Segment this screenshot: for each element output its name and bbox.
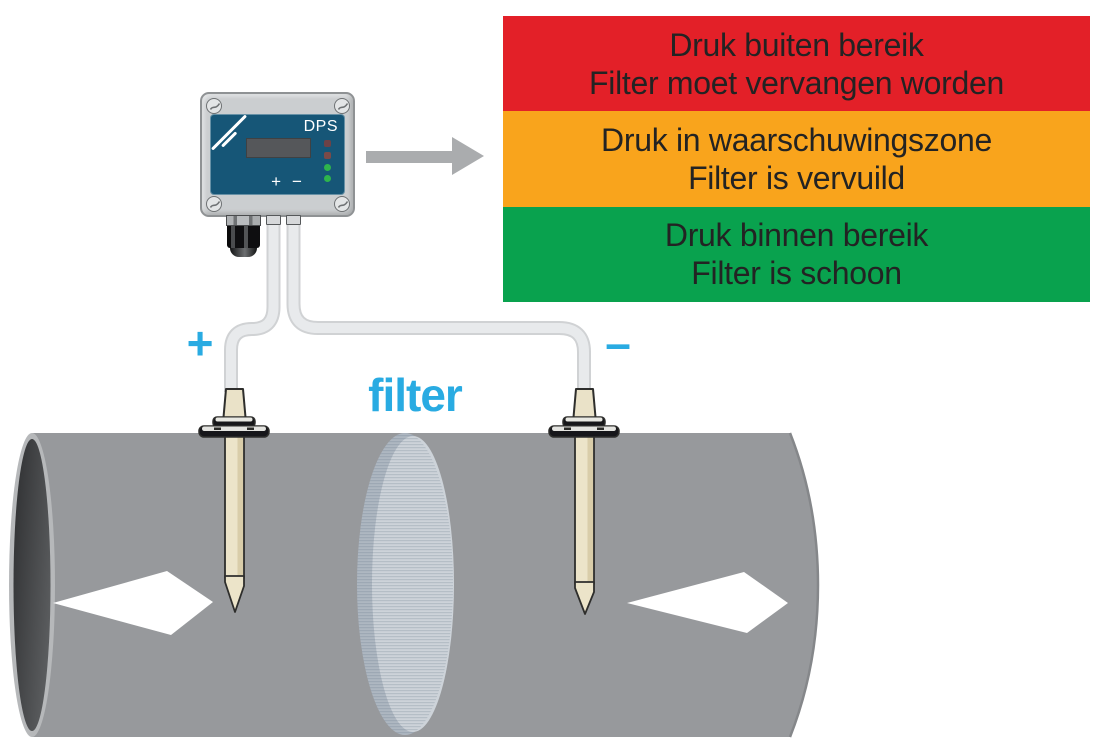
filter-disc — [357, 433, 454, 735]
legend-line: Druk in waarschuwingszone — [601, 121, 992, 158]
device-to-legend-arrow-icon — [366, 137, 484, 175]
screw-icon — [205, 97, 222, 114]
flow-arrow-inlet — [53, 571, 213, 635]
cable-gland-nut — [226, 215, 261, 226]
device-model-label: DPS — [303, 118, 338, 135]
screw-icon — [333, 97, 350, 114]
legend-line: Druk buiten bereik — [669, 26, 924, 63]
tube-connector-plus — [266, 215, 281, 225]
tube-minus-label: – — [605, 317, 631, 369]
led-indicator-4 — [324, 174, 331, 182]
legend-band-out-of-range: Druk buiten bereik Filter moet vervangen… — [503, 16, 1090, 112]
pressure-tube-plus — [224, 220, 281, 392]
probe-minus-flange — [548, 416, 620, 438]
probe-plus-flange — [198, 416, 270, 438]
port-plus-label: + — [271, 172, 281, 191]
legend-line: Filter is vervuild — [688, 159, 905, 196]
legend-band-warning: Druk in waarschuwingszone Filter is verv… — [503, 111, 1090, 207]
port-labels: + − — [220, 172, 353, 192]
tube-plus-label: + — [186, 317, 214, 369]
cable-gland-body — [227, 226, 260, 248]
legend-line: Filter is schoon — [691, 255, 902, 292]
led-indicator-1 — [324, 140, 331, 147]
filter-label: filter — [368, 369, 463, 421]
legend-band-ok: Druk binnen bereik Filter is schoon — [503, 206, 1090, 302]
brand-slash-icon — [210, 114, 248, 151]
duct-opening-hole — [13, 439, 51, 731]
led-indicator-3 — [324, 163, 331, 171]
dps-transmitter: DPS + − — [200, 92, 355, 217]
probe-plus — [198, 388, 270, 613]
pressure-tube-minus — [286, 220, 591, 392]
pressure-status-legend: Druk buiten bereik Filter moet vervangen… — [503, 16, 1090, 302]
led-indicator-2 — [324, 152, 331, 159]
port-minus-label: − — [292, 172, 302, 191]
screw-icon — [205, 195, 222, 212]
duct-right-edge — [788, 432, 820, 738]
tube-connector-minus — [286, 215, 301, 225]
device-front-panel: DPS + − — [210, 114, 345, 195]
device-lcd-display — [246, 138, 311, 158]
screw-icon — [333, 195, 350, 212]
cable-gland-cap — [230, 248, 257, 257]
flow-arrow-outlet — [627, 572, 788, 633]
legend-line: Filter moet vervangen worden — [589, 64, 1004, 101]
legend-line: Druk binnen bereik — [664, 217, 929, 254]
probe-minus — [548, 388, 620, 615]
